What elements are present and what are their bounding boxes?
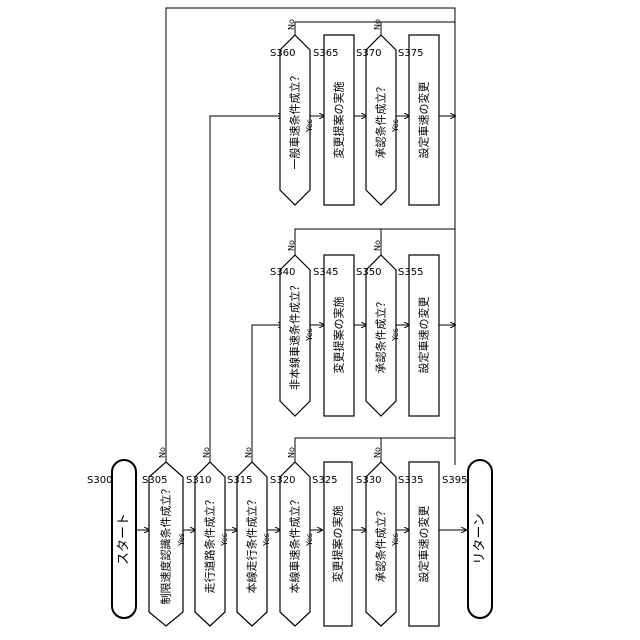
- decision-s370-label: 承認条件成立？: [374, 82, 388, 159]
- step-id-s320: S320: [270, 475, 295, 486]
- yes-label-s315: Yes: [262, 533, 271, 547]
- step-id-s365: S365: [313, 48, 338, 59]
- no-label-s370: No: [373, 19, 382, 30]
- no-label-s350: No: [373, 240, 382, 251]
- no-label-s360: No: [287, 19, 296, 30]
- step-id-s350: S350: [356, 267, 381, 278]
- no-label-s310: No: [202, 447, 211, 458]
- process-s375-label: 設定車速の変更: [417, 82, 431, 159]
- yes-label-s370: Yes: [391, 119, 400, 133]
- yes-label-s350: Yes: [391, 328, 400, 342]
- return-label: リターン: [473, 513, 488, 564]
- flow-s315-no: [252, 325, 283, 462]
- step-id-s375: S375: [398, 48, 423, 59]
- step-id-s360: S360: [270, 48, 295, 59]
- yes-label-s330: Yes: [391, 533, 400, 547]
- decision-s350-label: 承認条件成立？: [374, 297, 388, 374]
- step-id-s355: S355: [398, 267, 423, 278]
- step-id-s340: S340: [270, 267, 295, 278]
- decision-s305-label: 制限速度認識条件成立？: [159, 484, 173, 605]
- flow-s310-no: [210, 116, 283, 462]
- decision-s360-label: 一般車速条件成立？: [288, 71, 302, 170]
- yes-label-s320: Yes: [305, 533, 314, 547]
- step-id-s315: S315: [227, 475, 252, 486]
- decision-s340-label: 非本線車速条件成立？: [288, 280, 302, 390]
- process-s345-label: 変更提案の実施: [332, 297, 346, 374]
- yes-label-s340: Yes: [305, 328, 314, 342]
- step-id-s335: S335: [398, 475, 423, 486]
- decision-s315-label: 本線走行条件成立？: [245, 495, 259, 594]
- step-id-s330: S330: [356, 475, 381, 486]
- no-label-s315: No: [244, 447, 253, 458]
- no-label-s305: No: [158, 447, 167, 458]
- decision-s330-label: 承認条件成立？: [374, 506, 388, 583]
- step-id-s370: S370: [356, 48, 381, 59]
- start-label: スタート: [117, 513, 132, 565]
- process-s355-label: 設定車速の変更: [417, 297, 431, 374]
- yes-label-s305: Yes: [177, 533, 186, 547]
- decision-s320-label: 本線車速条件成立？: [288, 495, 302, 594]
- yes-label-s360: Yes: [305, 119, 314, 133]
- process-s335-label: 設定車速の変更: [417, 506, 431, 583]
- step-id-s345: S345: [313, 267, 338, 278]
- yes-label-s310: Yes: [220, 533, 229, 547]
- step-id-s395: S395: [442, 475, 467, 486]
- process-s325-label: 変更提案の実施: [331, 506, 345, 583]
- no-label-s340: No: [287, 240, 296, 251]
- process-s365-label: 変更提案の実施: [332, 82, 346, 159]
- step-id-s300: S300: [87, 475, 112, 486]
- step-id-s310: S310: [186, 475, 211, 486]
- decision-s310-label: 走行道路条件成立？: [203, 495, 217, 594]
- no-label-s320: No: [287, 447, 296, 458]
- no-label-s330: No: [373, 447, 382, 458]
- step-id-s325: S325: [312, 475, 337, 486]
